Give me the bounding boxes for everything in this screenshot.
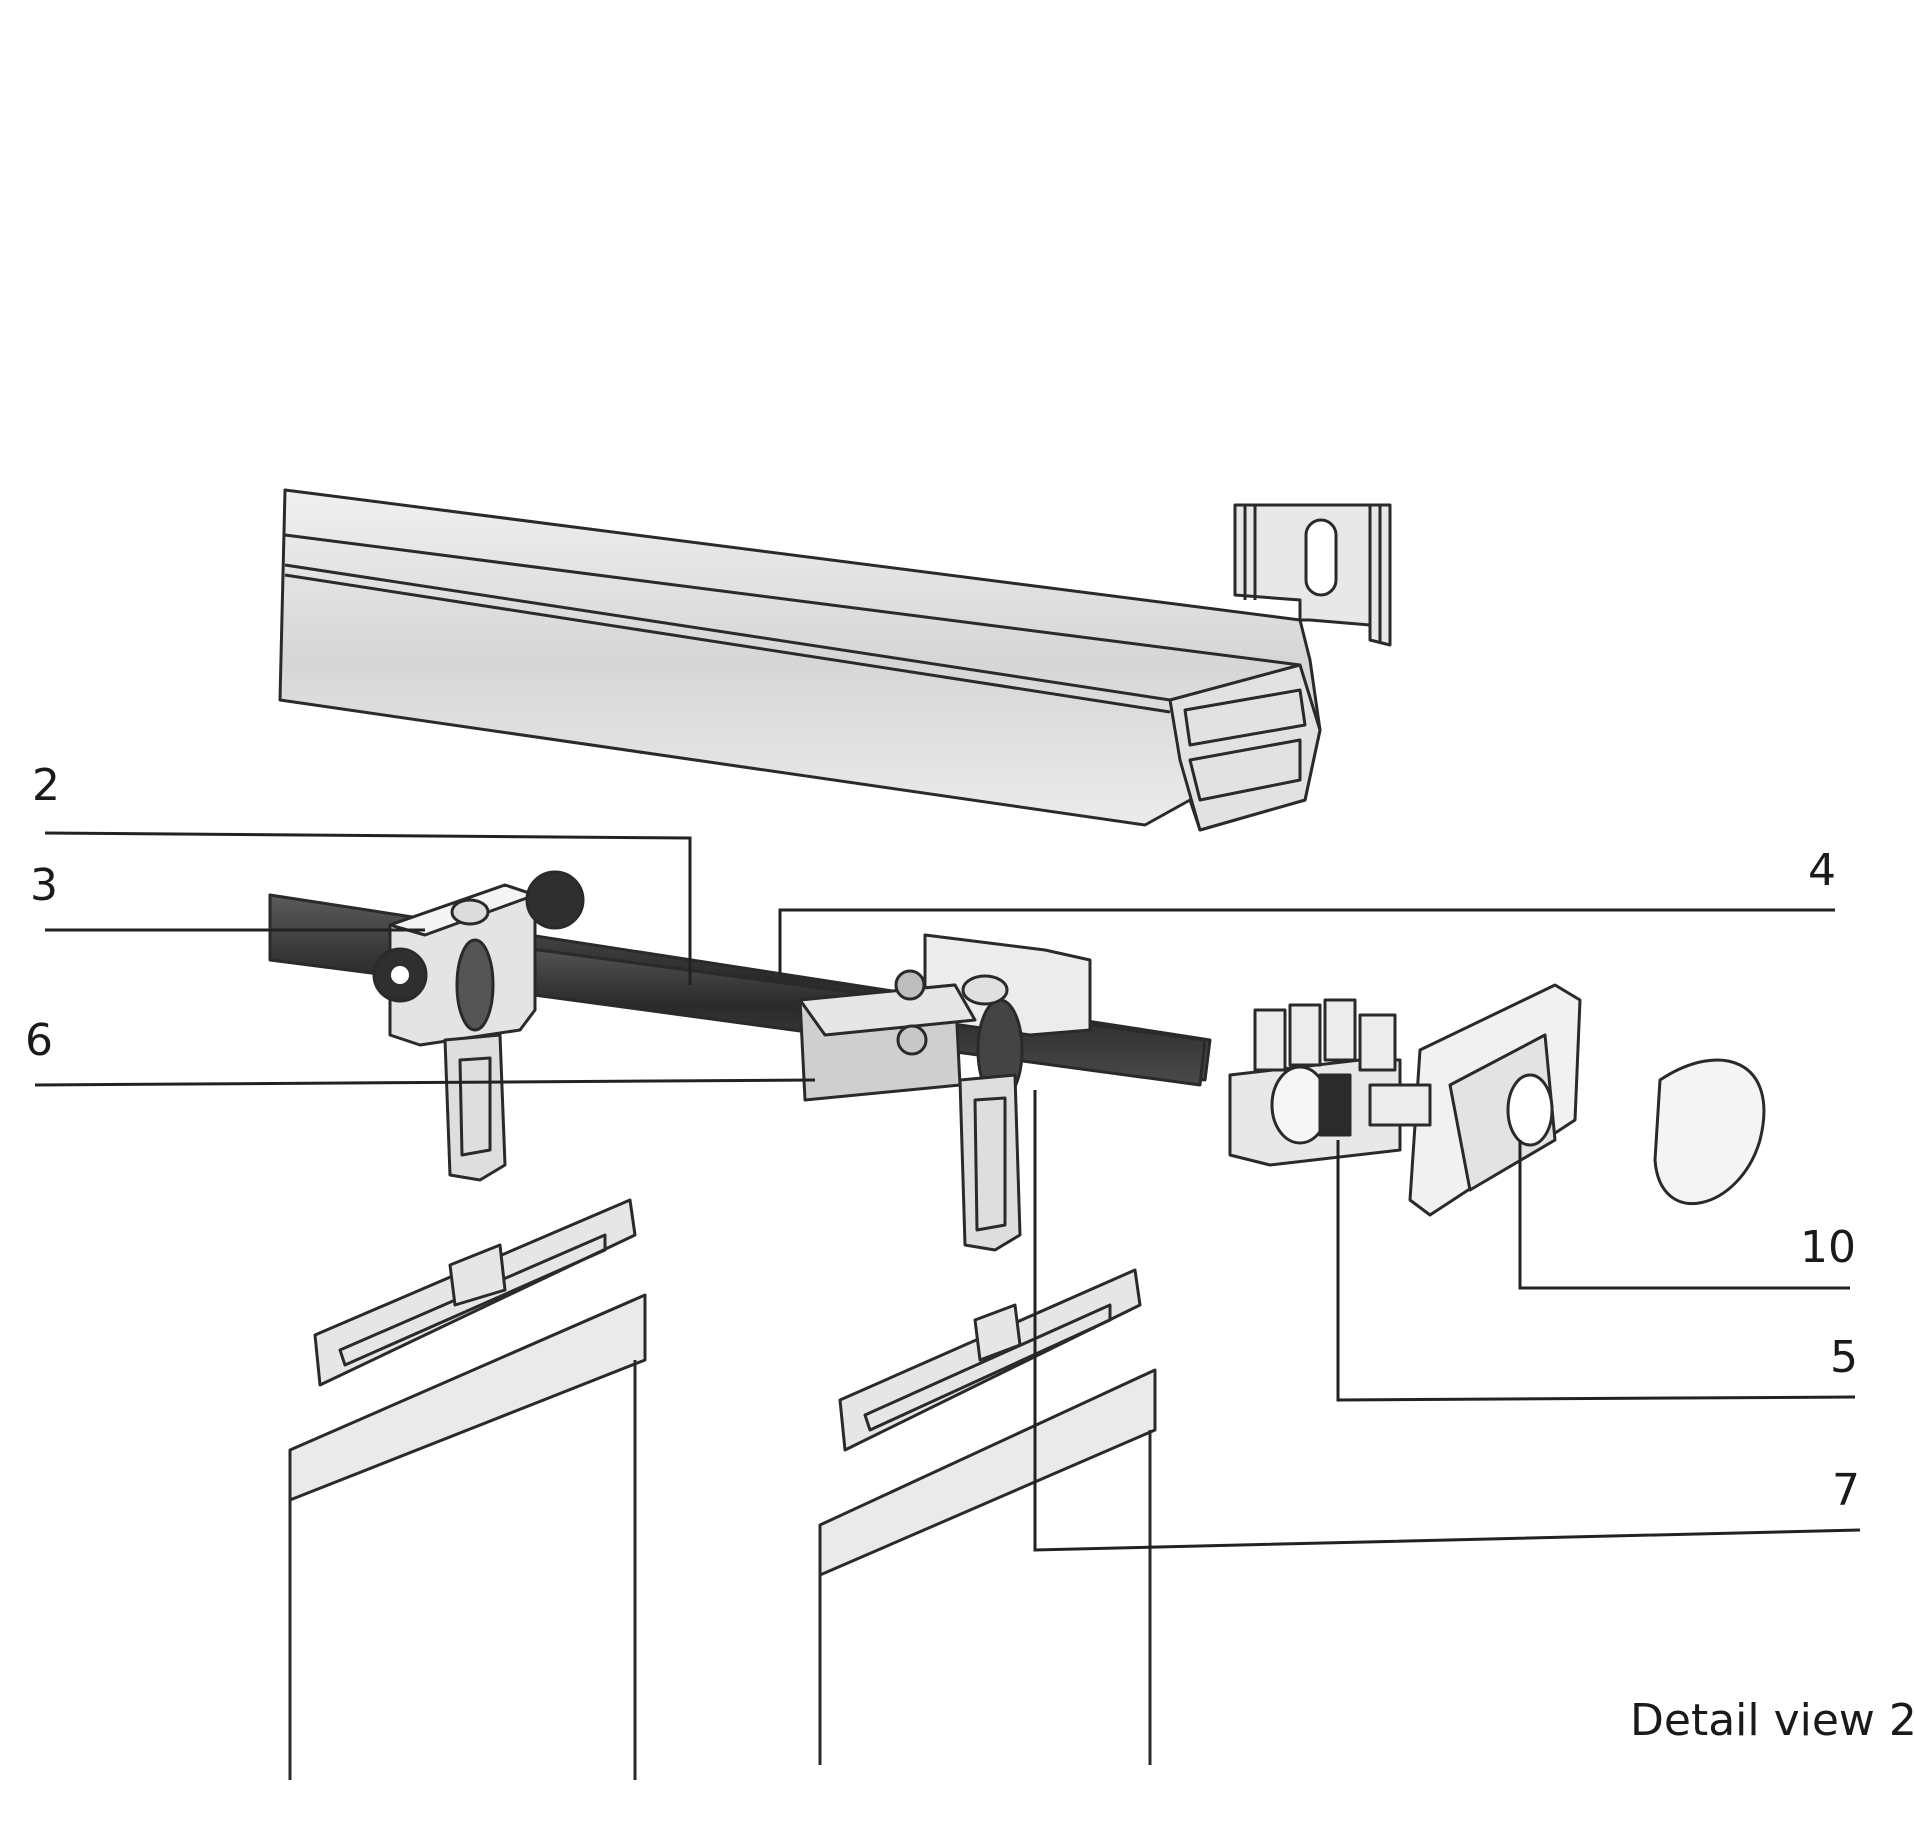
middle-panel bbox=[818, 1268, 1157, 1765]
callout-10: 10 bbox=[1800, 1222, 1856, 1273]
callout-5: 5 bbox=[1830, 1332, 1858, 1383]
callout-2: 2 bbox=[32, 760, 60, 811]
middle-carriage bbox=[798, 933, 1092, 1252]
end-connector bbox=[1228, 998, 1402, 1167]
callout-4: 4 bbox=[1808, 845, 1836, 896]
callout-6: 6 bbox=[25, 1015, 53, 1066]
left-carriage bbox=[372, 870, 585, 1182]
leader-6 bbox=[34, 1078, 816, 1087]
figure-caption: Detail view 2 bbox=[1630, 1695, 1914, 1746]
left-panel bbox=[288, 1198, 647, 1780]
callout-3: 3 bbox=[30, 860, 58, 911]
leader-2 bbox=[44, 831, 692, 985]
leader-4 bbox=[778, 908, 1835, 975]
leader-5 bbox=[1336, 1140, 1856, 1402]
callout-7: 7 bbox=[1832, 1465, 1860, 1516]
wall-bracket bbox=[1233, 503, 1392, 647]
end-cover bbox=[1653, 1058, 1766, 1206]
leader-7 bbox=[1033, 1090, 1861, 1552]
leader-10 bbox=[1518, 1140, 1850, 1290]
top-rail bbox=[278, 488, 1322, 832]
end-plate bbox=[1368, 983, 1582, 1217]
leader-lines bbox=[34, 831, 1861, 1552]
